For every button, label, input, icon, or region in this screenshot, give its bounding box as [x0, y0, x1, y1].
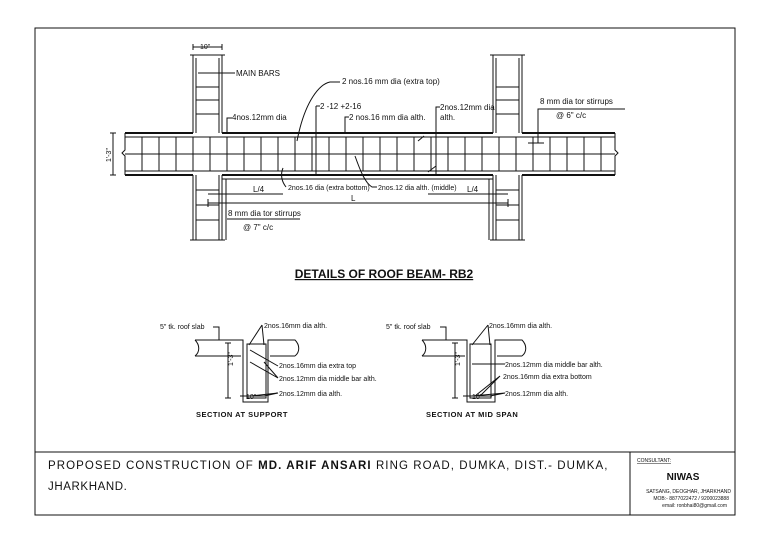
- extra-top-label: 2 nos.16 mm dia (extra top): [342, 77, 440, 86]
- middle-bars-label: 2nos.12mm dia middle bar alth.: [279, 376, 377, 383]
- depth-dim: 1'-3": [228, 352, 235, 366]
- drawing-title: DETAILS OF ROOF BEAM- RB2: [295, 267, 474, 281]
- quarter-right-label: L/4: [467, 185, 479, 194]
- project-line-1: PROPOSED CONSTRUCTION OF MD. ARIF ANSARI…: [48, 460, 608, 472]
- bar-mix-label: 2 -12 +2-16: [320, 102, 362, 111]
- project-line-2: JHARKHAND.: [48, 481, 127, 493]
- top-4nos-label: 4nos.12mm dia: [232, 113, 287, 122]
- main-bars-label: MAIN BARS: [236, 69, 280, 78]
- extra-bottom-label: 2nos.16mm dia extra bottom: [503, 374, 592, 381]
- quarter-left-label: L/4: [253, 185, 265, 194]
- consultant-name: NIWAS: [667, 472, 700, 483]
- consultant-label: CONSULTANT:: [637, 458, 671, 464]
- col-width-dim: 10": [200, 44, 211, 51]
- stirrups-right-label-1: 8 mm dia tor stirrups: [540, 97, 613, 106]
- title-block: PROPOSED CONSTRUCTION OF MD. ARIF ANSARI…: [48, 458, 731, 509]
- bottom-bars-label: 2nos.12mm dia alth.: [505, 391, 568, 398]
- owner-name: MD. ARIF ANSARI: [258, 460, 371, 472]
- slab-label: 5" tk. roof slab: [160, 324, 205, 331]
- stirrups-right-label-2: @ 6" c/c: [556, 111, 586, 120]
- consultant-email: email: ronbhai80@gmail.com: [662, 503, 727, 509]
- depth-dim: 1'-3": [106, 148, 113, 162]
- section-at-support: 5" tk. roof slab 2nos.16mm dia alth. 2no…: [160, 323, 377, 419]
- width-dim: 10": [472, 394, 483, 401]
- stirrups-left-label-2: @ 7" c/c: [243, 223, 273, 232]
- right-alt-label-2: alth.: [440, 113, 455, 122]
- section-at-mid-span: 5" tk. roof slab 2nos.16mm dia alth. 2no…: [386, 323, 603, 419]
- span-label: L: [351, 194, 356, 203]
- depth-dim: 1'-3": [455, 352, 462, 366]
- top-bars-label: 2nos.16mm dia alth.: [489, 323, 552, 330]
- section-caption: SECTION AT SUPPORT: [196, 410, 288, 419]
- middle-bars-label: 2nos.12mm dia middle bar alth.: [505, 362, 603, 369]
- beam-elevation: 10" 1'-3" MAIN BARS 2 nos.16 mm dia (ext…: [106, 44, 625, 241]
- project-prefix: PROPOSED CONSTRUCTION OF: [48, 460, 258, 472]
- width-dim: 10": [246, 394, 257, 401]
- bottom-bars-label: 2nos.12mm dia alth.: [279, 391, 342, 398]
- sheet-border: [34, 27, 736, 516]
- section-caption: SECTION AT MID SPAN: [426, 410, 518, 419]
- consultant-address: SATSANG, DEOGHAR, JHARKHAND: [646, 489, 731, 495]
- top-bars-label: 2nos.16mm dia alth.: [264, 323, 327, 330]
- project-suffix: RING ROAD, DUMKA, DIST.- DUMKA,: [372, 460, 608, 472]
- extra-bottom-label: 2nos.16 dia (extra bottom): [288, 185, 370, 192]
- extra-top-label: 2nos.16mm dia extra top: [279, 363, 356, 370]
- stirrups-left-label-1: 8 mm dia tor stirrups: [228, 209, 301, 218]
- right-alt-label-1: 2nos.12mm dia: [440, 103, 495, 112]
- top-alt-label: 2 nos.16 mm dia alth.: [349, 113, 425, 122]
- middle-label: 2nos.12 dia alth. (middle): [378, 185, 457, 192]
- slab-label: 5" tk. roof slab: [386, 324, 431, 331]
- consultant-mobile: MOB:- 8877022472 / 9200023888: [653, 496, 729, 502]
